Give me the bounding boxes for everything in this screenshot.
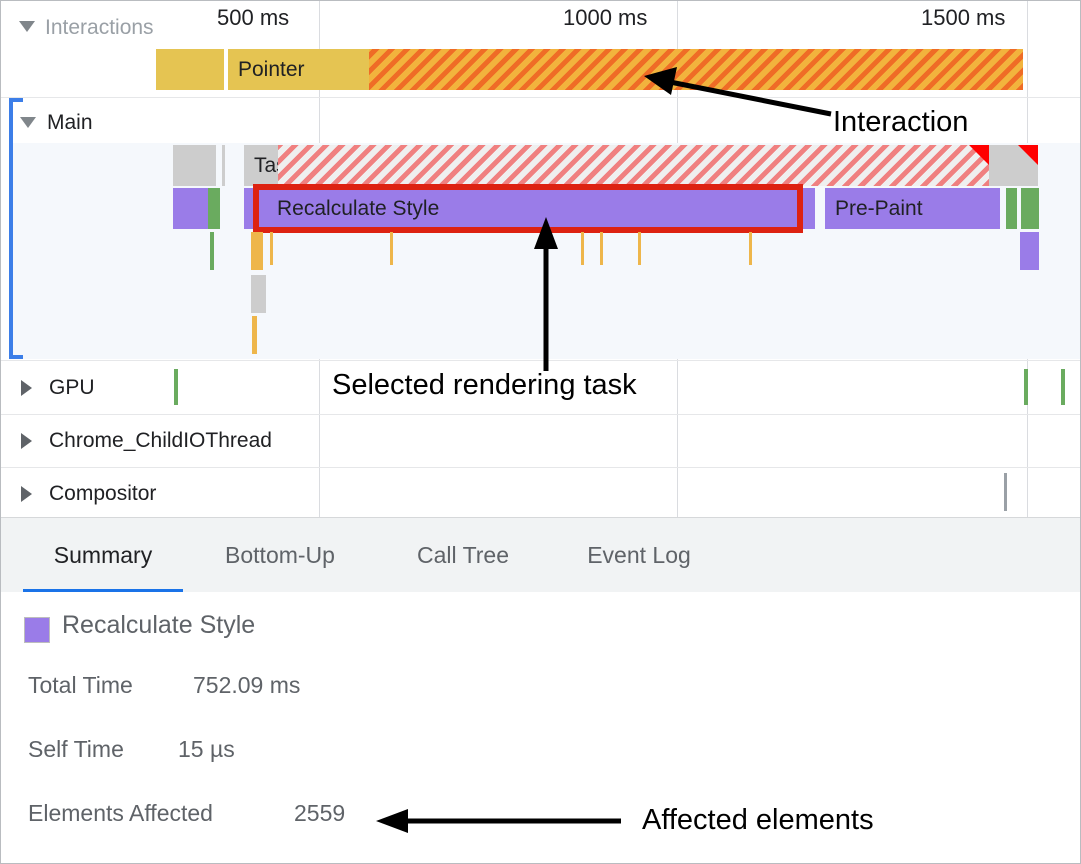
long-interaction-bar[interactable]: [369, 49, 1023, 90]
task-bar-left[interactable]: [173, 145, 216, 186]
rendering-bar-1[interactable]: [173, 188, 208, 229]
summary-row-total-time-value: 752.09 ms: [193, 672, 301, 698]
track-title-main[interactable]: Main: [47, 111, 93, 134]
marker-gray-row4[interactable]: [251, 275, 266, 313]
long-task-warning-icon-1: [969, 145, 989, 165]
rendering-bar-pre-paint[interactable]: Pre-Paint: [825, 188, 1000, 229]
marker-orange-2[interactable]: [390, 232, 393, 265]
summary-row-self-time-value: 15 µs: [178, 736, 235, 762]
rendering-bar-green-2[interactable]: [1006, 188, 1017, 229]
rendering-bar-green-3[interactable]: [1021, 188, 1039, 229]
track-separator-3: [1, 414, 1080, 415]
main-expand-icon[interactable]: [20, 117, 36, 128]
track-separator-4: [1, 467, 1080, 468]
track-title-chrome-childiothread[interactable]: Chrome_ChildIOThread: [49, 429, 272, 452]
gpu-marker-1[interactable]: [174, 369, 178, 405]
gpu-marker-3[interactable]: [1061, 369, 1065, 405]
tab-bottom-up-label: Bottom-Up: [225, 542, 335, 568]
ruler-tick-500ms: 500 ms: [217, 5, 290, 30]
childiothread-expand-icon[interactable]: [21, 433, 32, 449]
main-track-selection-bracket: [9, 98, 23, 359]
tab-bottom-up[interactable]: Bottom-Up: [205, 518, 355, 593]
gpu-expand-icon[interactable]: [21, 380, 32, 396]
rendering-bar-recalculate-style[interactable]: Recalculate Style: [259, 188, 815, 229]
track-separator-2: [1, 360, 1080, 361]
rendering-bar-recalculate-style-label: Recalculate Style: [277, 196, 440, 220]
summary-event-title: Recalculate Style: [62, 611, 256, 639]
annotation-affected-elements: Affected elements: [642, 804, 874, 836]
tab-call-tree[interactable]: Call Tree: [403, 518, 523, 593]
marker-purple-row3[interactable]: [1020, 232, 1039, 270]
annotation-interaction: Interaction: [833, 106, 969, 138]
track-title-compositor[interactable]: Compositor: [49, 482, 157, 505]
marker-orange-block[interactable]: [251, 232, 263, 270]
track-title-interactions[interactable]: Interactions: [45, 16, 154, 39]
marker-orange-4[interactable]: [600, 232, 603, 265]
details-tabbar[interactable]: Summary Bottom-Up Call Tree Event Log: [1, 517, 1080, 593]
tab-active-underline: [23, 589, 183, 593]
gpu-marker-2[interactable]: [1024, 369, 1028, 405]
rendering-bar-green-1[interactable]: [208, 188, 220, 229]
tab-summary[interactable]: Summary: [23, 518, 183, 593]
interactions-expand-icon[interactable]: [19, 21, 35, 32]
task-bar-thin[interactable]: [222, 145, 225, 186]
marker-orange-6[interactable]: [749, 232, 752, 265]
marker-orange-1[interactable]: [270, 232, 273, 265]
rendering-bar-2[interactable]: [244, 188, 254, 229]
interaction-bar-unlabeled[interactable]: [156, 49, 224, 90]
rendering-bar-pre-paint-label: Pre-Paint: [835, 196, 923, 220]
compositor-expand-icon[interactable]: [21, 486, 32, 502]
ruler-tick-1500ms: 1500 ms: [921, 5, 1006, 30]
track-title-gpu[interactable]: GPU: [49, 376, 95, 399]
annotation-selected-rendering-task: Selected rendering task: [332, 369, 637, 401]
marker-green-row3[interactable]: [210, 232, 214, 270]
timeline-flamechart[interactable]: 500 ms 1000 ms 1500 ms Interactions Poin…: [1, 1, 1080, 517]
track-separator-1: [1, 97, 1080, 98]
interaction-bar-pointer[interactable]: Pointer: [228, 49, 369, 90]
summary-panel: Recalculate Style Total Time 752.09 ms S…: [1, 592, 1080, 863]
summary-row-total-time-label: Total Time: [28, 672, 133, 698]
timeline-ruler[interactable]: 500 ms 1000 ms 1500 ms: [1, 1, 1080, 37]
marker-orange-5[interactable]: [638, 232, 641, 265]
summary-row-elements-affected-label: Elements Affected: [28, 800, 213, 826]
event-color-swatch: [24, 617, 50, 643]
tab-event-log[interactable]: Event Log: [569, 518, 709, 593]
tab-summary-label: Summary: [53, 542, 153, 568]
ruler-tick-1000ms: 1000 ms: [563, 5, 648, 30]
marker-orange-3[interactable]: [581, 232, 584, 265]
tab-event-log-label: Event Log: [587, 542, 691, 568]
summary-row-self-time-label: Self Time: [28, 736, 124, 762]
tab-call-tree-label: Call Tree: [416, 542, 510, 568]
marker-orange-row5[interactable]: [252, 316, 257, 354]
long-task-overlay[interactable]: [278, 145, 989, 186]
selected-event-outline: [253, 184, 803, 233]
summary-row-elements-affected-value: 2559: [294, 800, 346, 826]
long-task-warning-icon-2: [1018, 145, 1038, 165]
compositor-marker-1[interactable]: [1004, 473, 1007, 511]
interaction-bar-pointer-label: Pointer: [238, 57, 305, 81]
